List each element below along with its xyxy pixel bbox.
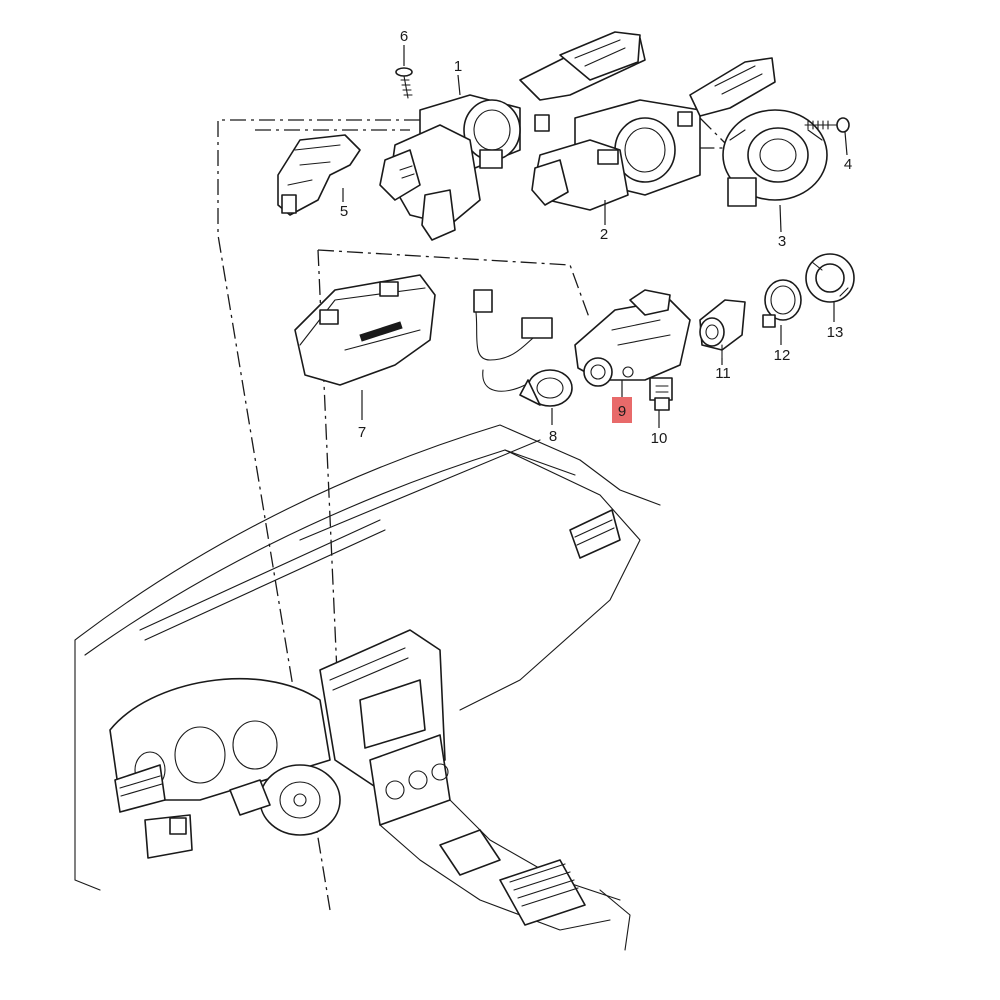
part-8-ignition-cylinder xyxy=(473,289,573,407)
callout-11: 11 xyxy=(715,365,731,382)
part-4-screw xyxy=(804,117,850,133)
part-10-ignition-switch xyxy=(649,377,673,411)
callout-3: 3 xyxy=(778,233,786,250)
callout-13: 13 xyxy=(827,324,844,341)
callout-9: 9 xyxy=(618,403,626,420)
part-6-screw xyxy=(395,67,413,99)
part-9-steering-lock-housing xyxy=(574,289,691,387)
callout-12: 12 xyxy=(774,347,791,364)
dashboard-illustration xyxy=(74,424,661,951)
callout-4: 4 xyxy=(844,156,852,173)
callout-6: 6 xyxy=(400,28,408,45)
callout-8: 8 xyxy=(549,428,557,445)
callout-2: 2 xyxy=(600,226,608,243)
part-2-combination-switch xyxy=(531,57,776,211)
part-3-clock-spring xyxy=(722,109,828,207)
callout-9-highlight xyxy=(612,397,632,423)
part-11-lock-cylinder xyxy=(699,299,746,359)
part-13-trim-ring xyxy=(805,253,855,303)
part-12-ring xyxy=(762,279,802,328)
part-5-bracket xyxy=(277,134,361,216)
part-7-trim-housing xyxy=(294,274,436,386)
callout-1: 1 xyxy=(454,58,462,75)
part-1-combination-switch xyxy=(379,31,646,241)
leader-lines xyxy=(342,45,848,428)
callout-10: 10 xyxy=(651,430,668,447)
callout-7: 7 xyxy=(358,424,366,441)
callout-labels: 1 2 3 4 5 6 7 8 9 10 11 12 13 xyxy=(340,28,852,447)
callout-5: 5 xyxy=(340,203,348,220)
